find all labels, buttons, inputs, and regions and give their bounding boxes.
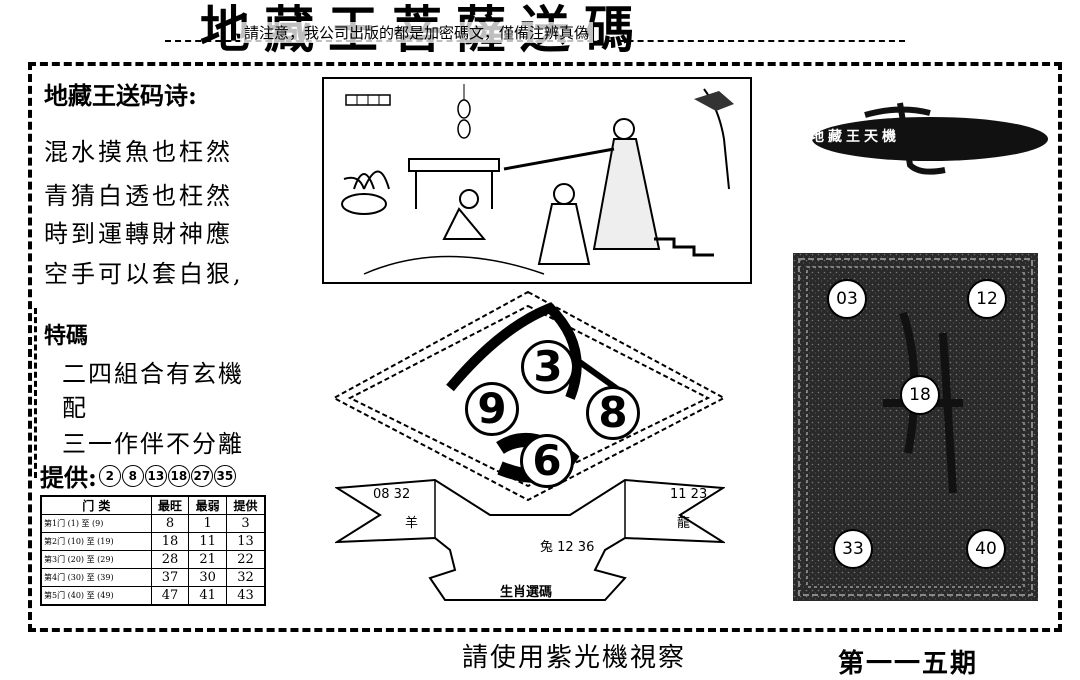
diamond-ball: 3	[521, 340, 575, 394]
tema-label: 特碼	[44, 323, 89, 349]
banner-bottom-label: 生肖選碼	[500, 585, 553, 600]
diamond-ball: 6	[520, 434, 574, 488]
provide-numbers: 2 8 13 18 27 35	[98, 464, 237, 487]
cell-give: 13	[226, 532, 266, 551]
table-row: 第4门 (30) 至 (39) 37 30 32	[40, 568, 266, 587]
panel-ball: 18	[900, 375, 940, 415]
provide-number: 8	[121, 464, 144, 487]
provide-number: 13	[144, 464, 167, 487]
provide-number: 18	[167, 464, 190, 487]
provide-row: 提供: 2 8 13 18 27 35	[40, 458, 237, 493]
cell-weak: 21	[188, 550, 228, 569]
banner-right-numbers: 11 23	[670, 487, 708, 502]
panel-ball: 12	[967, 279, 1007, 319]
banner-left-animal: 羊	[405, 516, 419, 531]
table-row: 第5门 (40) 至 (49) 47 41 43	[40, 586, 266, 606]
provide-number: 27	[190, 464, 213, 487]
cell-weak: 11	[188, 532, 228, 551]
provide-label: 提供:	[40, 463, 97, 492]
ellipse-text: 求地藏王天機	[792, 129, 900, 145]
footer-note: 請使用紫光機視察	[462, 643, 687, 673]
scene-illustration	[322, 77, 752, 284]
col-category: 门 类	[40, 495, 152, 515]
provide-number: 35	[213, 464, 236, 487]
panel-ball: 40	[966, 529, 1006, 569]
cell-category: 第3门 (20) 至 (29)	[40, 550, 152, 569]
tema-line: 二四組合有玄機	[62, 360, 244, 388]
banner-right-animal: 龍	[677, 516, 691, 531]
col-give: 提供	[226, 495, 266, 515]
poem-line: 時到運轉財神應	[44, 220, 233, 248]
cell-weak: 41	[188, 586, 228, 606]
dark-number-panel: 03 12 18 33 40	[793, 253, 1038, 601]
scene-drawing	[341, 84, 734, 275]
table-row: 第3门 (20) 至 (29) 28 21 22	[40, 550, 266, 569]
panel-ball: 03	[827, 279, 867, 319]
cell-hot: 37	[150, 568, 190, 587]
banner-center: 兔 12 36	[540, 540, 595, 555]
diamond-ball: 9	[465, 382, 519, 436]
cell-category: 第1门 (1) 至 (9)	[40, 514, 152, 533]
cell-hot: 18	[150, 532, 190, 551]
cell-weak: 30	[188, 568, 228, 587]
cell-category: 第5门 (40) 至 (49)	[40, 586, 152, 606]
poem-line: 空手可以套白狠,	[44, 260, 244, 288]
col-weak: 最弱	[188, 495, 228, 515]
main-frame	[28, 62, 1062, 632]
cell-hot: 8	[150, 514, 190, 533]
tema-line: 配	[62, 394, 88, 422]
cell-give: 32	[226, 568, 266, 587]
cell-give: 43	[226, 586, 266, 606]
poem-line: 混水摸魚也枉然	[44, 138, 233, 166]
header-subtitle: 請注意，我公司出版的都是加密碼文，僅備注辨真偽	[240, 22, 594, 43]
table-header-row: 门 类 最旺 最弱 提供	[40, 495, 266, 515]
black-ellipse	[780, 95, 1052, 180]
tema-line: 三一作伴不分離	[62, 430, 244, 458]
poem-line: 青猜白透也枉然	[44, 182, 233, 210]
cell-category: 第2门 (10) 至 (19)	[40, 532, 152, 551]
cell-give: 22	[226, 550, 266, 569]
poem-divider	[34, 308, 37, 478]
banner-left-numbers: 08 32	[373, 487, 411, 502]
provide-number: 2	[98, 464, 121, 487]
cell-hot: 28	[150, 550, 190, 569]
zodiac-banner: 08 32 羊 11 23 龍 兔 12 36 生肖選碼	[335, 470, 725, 605]
table-row: 第2门 (10) 至 (19) 18 11 13	[40, 532, 266, 551]
col-hot: 最旺	[150, 495, 190, 515]
issue-number: 第一一五期	[838, 649, 979, 679]
cell-weak: 1	[188, 514, 228, 533]
table-row: 第1门 (1) 至 (9) 8 1 3	[40, 514, 266, 533]
cell-category: 第4门 (30) 至 (39)	[40, 568, 152, 587]
diamond-ball: 8	[586, 386, 640, 440]
cell-give: 3	[226, 514, 266, 533]
diamond-panel: 3 9 8 6	[330, 288, 730, 502]
poem-title: 地藏王送码诗:	[44, 81, 197, 110]
panel-ball: 33	[833, 529, 873, 569]
number-table: 门 类 最旺 最弱 提供 第1门 (1) 至 (9) 8 1 3 第2门 (10…	[40, 495, 266, 606]
cell-hot: 47	[150, 586, 190, 606]
